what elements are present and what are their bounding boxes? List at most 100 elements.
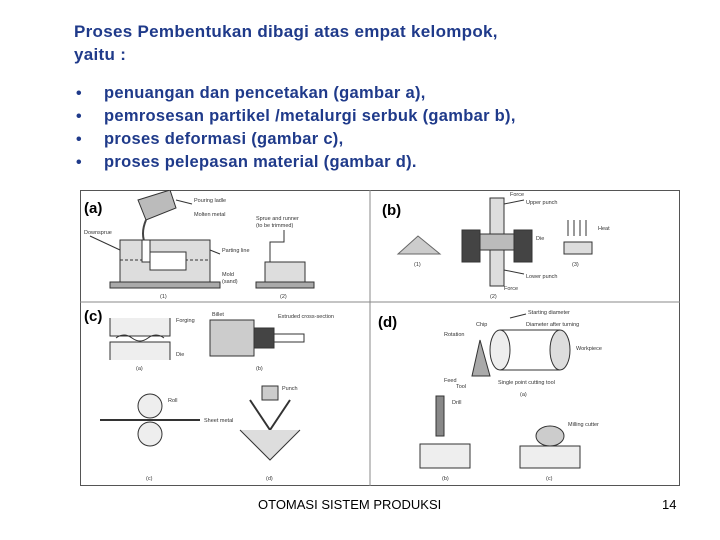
panel-label-c: (c) <box>84 308 103 325</box>
starting-diameter-label: Starting diameter <box>528 310 570 316</box>
mold-label-2: (sand) <box>222 279 238 285</box>
parting-line-label: Parting line <box>222 248 250 254</box>
bent-sheet <box>249 399 291 432</box>
sintered-part <box>563 241 593 255</box>
bullet-list: • penuangan dan pencetakan (gambar a), • p… <box>74 82 516 174</box>
d-sub-c-label: (c) <box>546 476 553 482</box>
title-line-1: Proses Pembentukan dibagi atas empat kel… <box>74 22 498 41</box>
c-sub-a-label: (a) <box>136 366 143 372</box>
forged-part <box>115 334 165 342</box>
bullet-item: • proses deformasi (gambar c), <box>74 128 516 151</box>
milling-cutter-shape <box>535 425 565 447</box>
ladle-leader <box>175 199 193 205</box>
bullet-text: pemrosesan partikel /metalurgi serbuk (g… <box>104 107 516 125</box>
workpiece-end <box>489 329 511 371</box>
billet-label: Billet <box>212 312 224 318</box>
panel-a-text: Pouring ladle Molten metal Sprue and run… <box>84 198 299 300</box>
title-line-2: yaitu : <box>74 45 127 64</box>
workpiece-front <box>549 329 571 371</box>
chip-label: Chip <box>476 322 487 328</box>
b-sub2-label: (2) <box>490 294 497 300</box>
milling-workpiece <box>519 445 581 469</box>
downsprue-channel <box>141 239 151 263</box>
panel-b-powder <box>396 197 593 287</box>
d-sub-a-label: (a) <box>520 392 527 398</box>
bullet-item: • pemrosesan partikel /metalurgi serbuk (… <box>74 105 516 128</box>
panel-label-d: (d) <box>378 314 398 331</box>
c-sub-b-label: (b) <box>256 366 263 372</box>
page-number: 14 <box>662 497 677 512</box>
die-right <box>513 229 533 263</box>
bending-die <box>239 429 301 461</box>
extrusion-container <box>209 319 255 357</box>
feed-label: Feed <box>444 378 457 384</box>
pouring-ladle-shape <box>137 189 177 221</box>
heat-label: Heat <box>598 226 610 232</box>
sheet-label: Sheet metal <box>204 418 233 424</box>
panel-c-deformation <box>100 318 305 461</box>
upper-punch-leader <box>503 199 525 205</box>
heat-arrows <box>567 220 587 236</box>
bullet-text: proses deformasi (gambar c), <box>104 130 344 148</box>
panel-c-text: Forging Die Billet Extruded cross-sectio… <box>136 312 334 482</box>
diameter-after-label: Diameter after turning <box>526 322 579 328</box>
slide-title: Proses Pembentukan dibagi atas empat kel… <box>74 20 674 66</box>
workpiece-body <box>500 329 560 371</box>
bullet-text: penuangan dan pencetakan (gambar a), <box>104 84 426 102</box>
a-sub2-label: (2) <box>280 294 287 300</box>
mold-cavity <box>149 251 187 271</box>
process-figure: Pouring ladle Molten metal Sprue and run… <box>80 189 680 486</box>
cast-part <box>264 261 306 283</box>
lower-roll <box>137 421 163 447</box>
drill-workpiece <box>419 443 471 469</box>
upper-roll <box>137 393 163 419</box>
roll-label: Roll <box>168 398 177 404</box>
force-top-label: Force <box>510 192 524 198</box>
force-bottom-label: Force <box>504 286 518 292</box>
upper-punch <box>489 197 505 235</box>
die-label: Die <box>536 236 544 242</box>
b-sub3-label: (3) <box>572 262 579 268</box>
panel-d-machining <box>419 313 581 469</box>
sprue-label: Sprue and runner <box>256 216 299 222</box>
bullet-symbol: • <box>76 85 82 102</box>
milling-cutter-label: Milling cutter <box>568 422 599 428</box>
bullet-symbol: • <box>76 154 82 171</box>
starting-diameter-leader <box>509 313 527 319</box>
c-sub-d-label: (d) <box>266 476 273 482</box>
extruded-part <box>273 333 305 343</box>
powder-compact <box>479 233 515 251</box>
die-left <box>461 229 481 263</box>
panel-a-casting <box>89 189 315 289</box>
mold-label: Mold <box>222 272 234 278</box>
c-sub-c-label: (c) <box>146 476 153 482</box>
figure-border <box>80 190 680 486</box>
extruded-label: Extruded cross-section <box>278 314 334 320</box>
bullet-text: proses pelepasan material (gambar d). <box>104 153 417 171</box>
extrusion-die <box>253 327 275 349</box>
panel-label-a: (a) <box>84 200 103 217</box>
molten-metal-label: Molten metal <box>194 212 226 218</box>
forging-label: Forging <box>176 318 195 324</box>
sprue-label-2: (to be trimmed) <box>256 223 293 229</box>
workpiece-label: Workpiece <box>576 346 602 352</box>
pouring-ladle-label: Pouring ladle <box>194 198 226 204</box>
parting-leader <box>209 249 221 255</box>
punch-label: Punch <box>282 386 298 392</box>
bullet-item: • proses pelepasan material (gambar d). <box>74 151 516 174</box>
bullet-symbol: • <box>76 131 82 148</box>
bullet-symbol: • <box>76 108 82 125</box>
tool-label: Tool <box>456 384 466 390</box>
powder-pile <box>396 235 442 255</box>
drill-label: Drill <box>452 400 461 406</box>
panel-b-text: Force Upper punch Die Lower punch Force … <box>414 192 610 300</box>
bending-punch <box>261 385 279 401</box>
drill-bit <box>435 395 445 437</box>
turning-tool <box>471 339 491 377</box>
lower-punch <box>489 249 505 287</box>
a-sub1-label: (1) <box>160 294 167 300</box>
d-sub-b-label: (b) <box>442 476 449 482</box>
forging-lower-die <box>109 341 171 360</box>
downsprue-leader <box>89 235 121 251</box>
lower-punch-label: Lower punch <box>526 274 558 280</box>
